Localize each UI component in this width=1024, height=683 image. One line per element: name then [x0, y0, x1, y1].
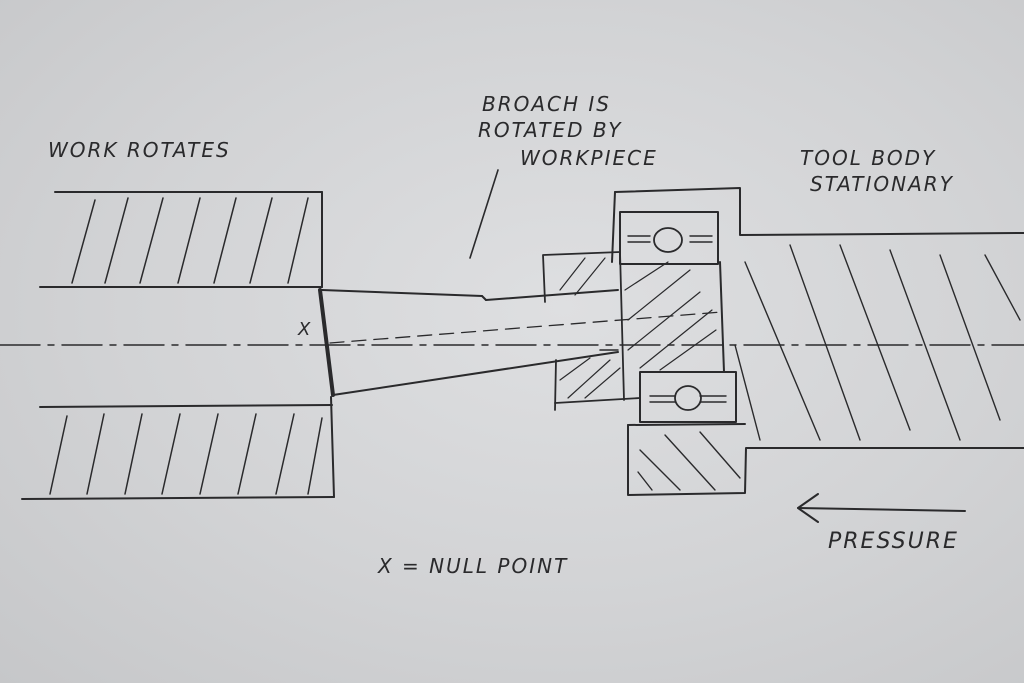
broach-label-line-2: ROTATED BY	[478, 118, 623, 142]
tool-body-label-line-1: TOOL BODY	[800, 146, 937, 170]
pressure-arrow	[797, 493, 966, 523]
pressure-label: PRESSURE	[828, 529, 959, 554]
lower-bearing	[639, 371, 737, 423]
workpiece-lower-hatching	[49, 413, 323, 495]
upper-bearing	[619, 211, 719, 265]
tool-body-hatching	[637, 244, 1021, 491]
broach-label-line-3: WORKPIECE	[520, 146, 658, 170]
workpiece-upper-hatching	[71, 197, 309, 284]
broach-axis	[329, 311, 723, 344]
holder-hatching	[559, 257, 717, 399]
broach-holder	[542, 251, 717, 411]
broach-cutting-face	[318, 288, 335, 397]
work-rotates-label: WORK ROTATES	[48, 138, 231, 162]
workpiece-lower-wall	[21, 396, 335, 500]
broach-body	[321, 289, 619, 396]
null-point-note: X = NULL POINT	[378, 554, 569, 578]
broach-leader-line	[469, 169, 499, 259]
broach-label-line-1: BROACH IS	[482, 92, 611, 116]
workpiece-upper-wall	[39, 191, 323, 288]
tool-body-label-line-2: STATIONARY	[810, 172, 954, 196]
null-point-marker: X	[298, 319, 313, 340]
tool-body	[611, 187, 1024, 496]
